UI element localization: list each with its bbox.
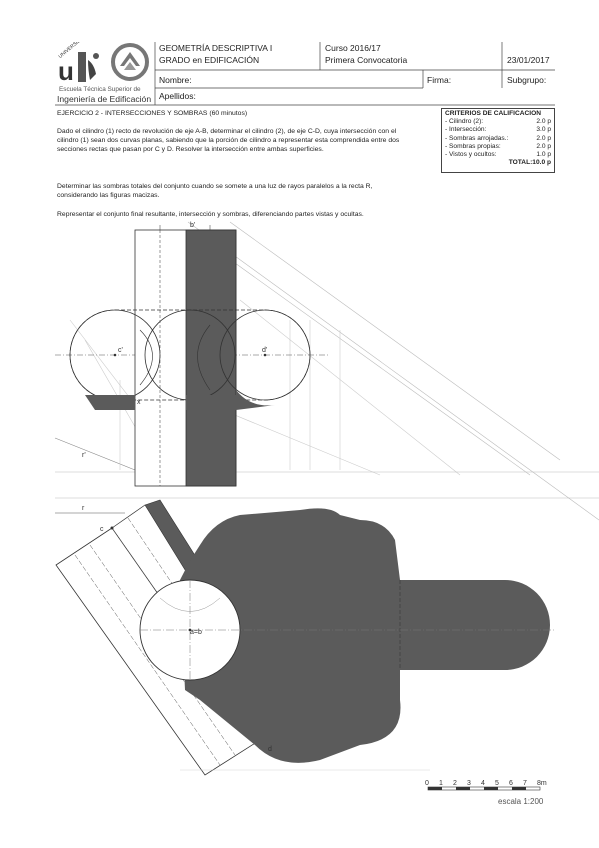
grading-criteria-box: CRITERIOS DE CALIFICACIÓN - Cilindro (2)… (441, 108, 555, 173)
label-c-prime: c' (118, 347, 123, 354)
scale-tick-3: 3 (467, 780, 471, 787)
header-grid (55, 42, 555, 106)
exercise-paragraph-3: Representar el conjunto final resultante… (57, 211, 364, 218)
label-b-prime: b' (190, 222, 195, 229)
scale-tick-8: 8m (537, 780, 547, 787)
horizontal-cylinder-shadow (180, 508, 550, 763)
school-logo (110, 42, 150, 86)
exam-call: Primera Convocatoria (325, 55, 408, 65)
course-year: Curso 2016/17 (325, 43, 381, 53)
label-a-equals-b: a=b (190, 629, 202, 636)
criteria-row-4: - Sombras propias:2.0 p (445, 142, 551, 150)
criteria-row-2: - Intersección:3.0 p (445, 126, 551, 134)
criteria-row-5: - Vistos y ocultos:1.0 p (445, 151, 551, 159)
vertical-cylinder-shadow (185, 229, 237, 487)
scale-tick-5: 5 (495, 780, 499, 787)
scale-label: escala 1:200 (498, 797, 544, 806)
school-big-text: Ingeniería de Edificación (57, 94, 152, 104)
signature-field-label: Firma: (427, 75, 452, 85)
label-r-prime: r' (82, 452, 86, 459)
exam-date: 23/01/2017 (507, 55, 550, 65)
exercise-paragraph-1: Dado el cilindro (1) recto de revolución… (57, 128, 400, 154)
scale-tick-4: 4 (481, 780, 485, 787)
label-r: r (82, 505, 85, 512)
scale-bar: 0 1 2 3 4 5 6 7 8m escala 1:200 (425, 780, 547, 806)
label-c: c (100, 526, 104, 533)
surname-field-label: Apellidos: (159, 91, 196, 101)
subgroup-field-label: Subgrupo: (507, 75, 547, 85)
degree-name: GRADO en EDIFICACIÓN (159, 55, 260, 65)
criteria-row-3: - Sombras arrojadas.:2.0 p (445, 134, 551, 142)
criteria-row-1: - Cilindro (2):2.0 p (445, 118, 551, 126)
label-d-prime: d' (262, 347, 267, 354)
course-title: GEOMETRÍA DESCRIPTIVA I (159, 43, 273, 53)
scale-tick-7: 7 (523, 780, 527, 787)
school-emblem-icon (111, 43, 149, 81)
scale-tick-1: 1 (439, 780, 443, 787)
scale-tick-0: 0 (425, 780, 429, 787)
name-field-label: Nombre: (159, 75, 192, 85)
school-small-text: Escuela Técnica Superior de (59, 86, 141, 93)
scale-tick-2: 2 (453, 780, 457, 787)
criteria-title: CRITERIOS DE CALIFICACIÓN (445, 110, 541, 117)
exercise-paragraph-2: Determinar las sombras totales del conju… (57, 183, 373, 200)
label-x: x (137, 399, 141, 406)
svg-text:u: u (58, 56, 74, 86)
criteria-total: TOTAL:10.0 p (508, 159, 551, 167)
exercise-title: EJERCICIO 2 - INTERSECCIONES Y SOMBRAS (… (57, 110, 248, 117)
label-d: d (268, 746, 272, 753)
scale-tick-6: 6 (509, 780, 513, 787)
